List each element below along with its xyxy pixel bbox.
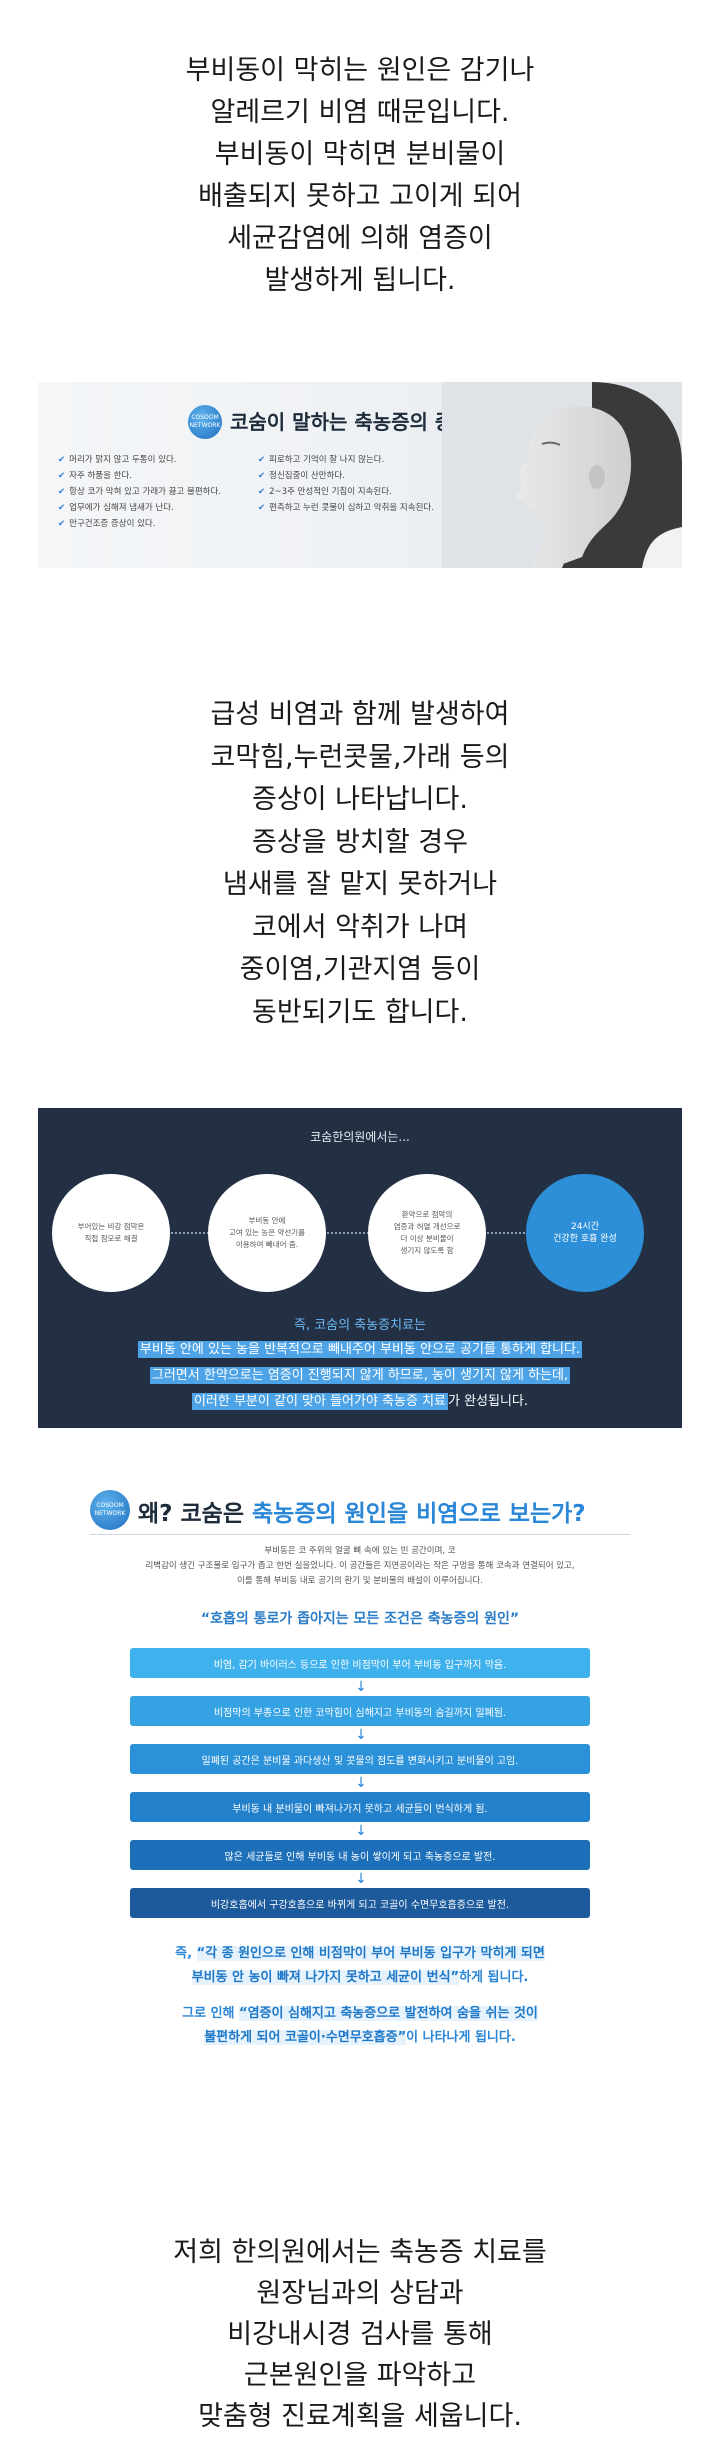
check-icon: ✔ (258, 487, 266, 497)
intro-line: 발생하게 됩니다. (264, 265, 456, 296)
infographic-title: 왜? 코숨은 축농증의 원인을 비염으로 보는가? (138, 1501, 586, 1527)
symptom-item: ✔편측하고 누런 콧물이 심하고 악취을 지속된다. (258, 503, 434, 513)
process-summary-line: 그러면서 한약으로는 염증이 진행되지 않게 하므로, 농이 생기지 않게 하는… (149, 1367, 571, 1384)
symptom-line: 동반되기도 합니다. (252, 996, 468, 1028)
symptom-item: ✔만구건조증 증상이 있다. (58, 519, 156, 529)
why-infographic: COSOOM NETWORK 왜? 코숨은 축농증의 원인을 비염으로 보는가?… (38, 1468, 682, 2128)
title-divider (90, 1534, 630, 1535)
process-summary-title: 즉, 코숨의 축농증치료는 (294, 1318, 426, 1333)
cause-step: 비염, 감기 바이러스 등으로 인한 비점막이 부어 부비동 입구까지 막음. (130, 1648, 590, 1678)
down-arrow-icon: ↓ (355, 1775, 367, 1791)
symptom-line: 증상이 나타납니다. (252, 784, 468, 815)
symptom-line: 냄새를 잘 맡지 못하거나 (222, 869, 498, 900)
intro-paragraph: 부비동이 막히는 원인은 감기나 알레르기 비염 때문입니다. 부비동이 막히면… (0, 50, 720, 302)
symptom-item: ✔피로하고 기억이 잘 나지 않는다. (258, 455, 385, 465)
down-arrow-icon: ↓ (355, 1679, 367, 1695)
closing-line: 비강내시경 검사를 통해 (227, 2319, 493, 2350)
intro-line: 알레르기 비염 때문입니다. (210, 97, 510, 128)
conclusion-line: 불편하게 되어 코골이·수면무호흡증”이 나타나게 됩니다. (204, 2030, 516, 2045)
symptom-banner: COSOOM NETWORK 코숨이 말하는 축농증의 증상은? ✔머리가 맑지… (38, 382, 682, 568)
symptom-item: ✔항상 코가 막혀 있고 가래가 끓고 불편하다. (58, 487, 221, 497)
symptom-item: ✔자주 하품을 한다. (58, 471, 132, 481)
symptom-line: 코막힘,누런콧물,가래 등의 (210, 741, 510, 773)
down-arrow-icon: ↓ (355, 1727, 367, 1743)
cosoom-logo: COSOOM NETWORK (90, 1490, 130, 1530)
cause-step: 많은 세균들로 인해 부비동 내 농이 쌓이게 되고 축농증으로 발전. (130, 1840, 590, 1870)
closing-line: 원장님과의 상담과 (256, 2278, 464, 2309)
symptom-list-left: ✔머리가 맑지 않고 두통이 있다. ✔자주 하품을 한다. ✔항상 코가 막혀… (58, 452, 221, 532)
check-icon: ✔ (58, 471, 66, 481)
cause-step: 비강호흡에서 구강호흡으로 바뀌게 되고 코골이 수면무호흡증으로 발전. (130, 1888, 590, 1918)
symptom-line: 코에서 악취가 나며 (252, 911, 468, 943)
symptom-item: ✔2~3주 만성적인 기침이 지속된다. (258, 487, 392, 497)
symptom-line: 증상을 방치할 경우 (252, 826, 468, 858)
symptom-item: ✔업무에가 심해져 냄새가 난다. (58, 503, 174, 513)
woman-profile-image (442, 382, 682, 568)
symptom-line: 중이염,기관지염 등이 (239, 954, 481, 985)
symptom-paragraph: 급성 비염과 함께 발생하여 코막힘,누런콧물,가래 등의 증상이 나타납니다.… (0, 694, 720, 1034)
check-icon: ✔ (258, 471, 266, 481)
check-icon: ✔ (58, 487, 66, 497)
cause-quote: “호흡의 통로가 좁아지는 모든 조건은 축농증의 원인” (200, 1611, 520, 1627)
cause-step: 부비동 내 분비물이 빠져나가지 못하고 세균들이 번식하게 됨. (130, 1792, 590, 1822)
process-title: 코숨한의원에서는... (310, 1130, 410, 1144)
cause-step: 밀폐된 공간은 분비물 과다생산 및 콧물의 점도를 변화시키고 분비물이 고임… (130, 1744, 590, 1774)
conclusion-line: 부비동 안 농이 빠져 나가지 못하고 세균이 번식”하게 됩니다. (191, 1970, 529, 1985)
process-connector (128, 1232, 588, 1234)
down-arrow-icon: ↓ (355, 1823, 367, 1839)
down-arrow-icon: ↓ (355, 1871, 367, 1887)
closing-line: 맞춤형 진료계획을 세웁니다. (198, 2401, 522, 2432)
closing-line: 근본원인을 파악하고 (243, 2360, 477, 2391)
conclusion-line: 즉, “각 종 원인으로 인해 비점막이 부어 부비동 입구가 막히게 되면 (175, 1946, 545, 1961)
check-icon: ✔ (58, 519, 66, 529)
intro-line: 배출되지 못하고 고이게 되어 (198, 181, 522, 212)
cause-step: 비점막의 부종으로 인한 코막힘이 심해지고 부비동의 숨길까지 밀폐됨. (130, 1696, 590, 1726)
process-summary-line: 부비동 안에 있는 농을 반복적으로 빼내주어 부비동 안으로 공기를 통하게 … (137, 1341, 583, 1358)
symptom-line: 급성 비염과 함께 발생하여 (210, 699, 510, 730)
closing-line: 저희 한의원에서는 축농증 치료를 (173, 2237, 547, 2268)
check-icon: ✔ (258, 455, 266, 465)
check-icon: ✔ (58, 503, 66, 513)
conclusion-line: 그로 인해 “염증이 심해지고 축농증으로 발전하여 숨을 쉬는 것이 (182, 2006, 538, 2021)
intro-line: 부비동이 막히는 원인은 감기나 (185, 55, 535, 86)
check-icon: ✔ (258, 503, 266, 513)
symptom-list-right: ✔피로하고 기억이 잘 나지 않는다. ✔정신집중이 산만하다. ✔2~3주 만… (258, 452, 434, 516)
symptom-item: ✔머리가 맑지 않고 두통이 있다. (58, 455, 177, 465)
closing-paragraph: 저희 한의원에서는 축농증 치료를 원장님과의 상담과 비강내시경 검사를 통해… (0, 2232, 720, 2437)
intro-line: 부비동이 막히면 분비물이 (214, 139, 506, 170)
check-icon: ✔ (58, 455, 66, 465)
intro-line: 세균감염에 의해 염증이 (227, 223, 493, 254)
symptom-item: ✔정신집중이 산만하다. (258, 471, 345, 481)
sinus-description: 부비동은 코 주위의 얼굴 뼈 속에 있는 빈 공간이며, 코 리벽감이 생긴 … (145, 1546, 575, 1586)
cosoom-logo: COSOOM NETWORK (188, 405, 222, 439)
